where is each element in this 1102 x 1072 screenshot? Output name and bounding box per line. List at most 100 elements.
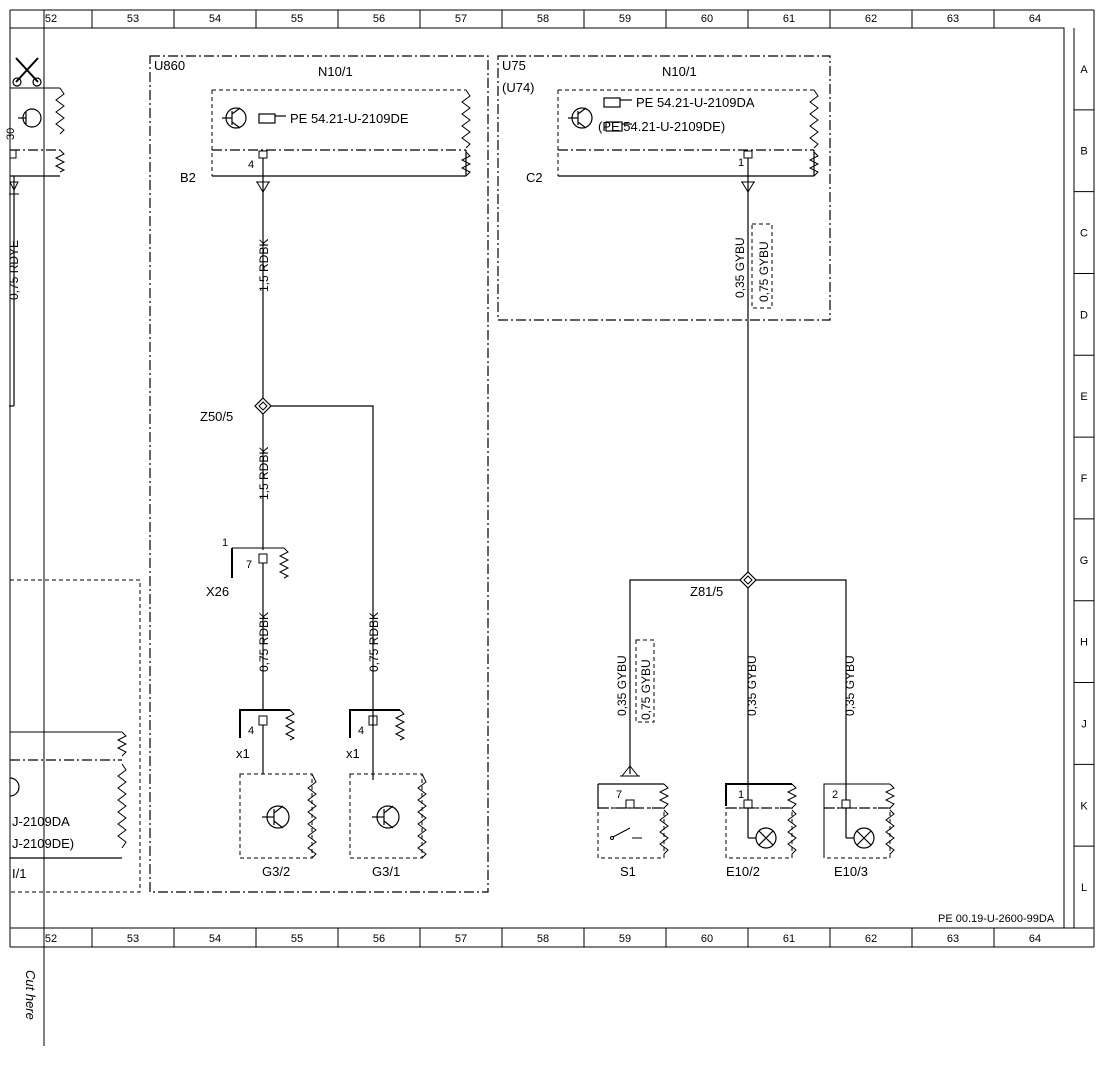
row-label-H: H (1080, 637, 1088, 649)
module-n10-1-b: PE 54.21-U-2109DA (PE 54.21-U-2109DE) 1 … (526, 89, 820, 185)
wire-label-5b: 0,75 GYBU (757, 241, 771, 302)
left-ref-2: J-2109DE) (12, 836, 74, 851)
g32-name: G3/2 (262, 864, 290, 879)
component-e10-2: 1 E10/2 (725, 783, 798, 879)
component-g3-2: 4 x1 G3/2 (236, 709, 317, 879)
wire-branch-g31 (271, 405, 374, 780)
column-label-60-bottom: 60 (701, 933, 713, 945)
row-label-A: A (1080, 64, 1088, 76)
g31-conn: x1 (346, 746, 360, 761)
s1-name: S1 (620, 864, 636, 879)
module-n10-1-a: PE 54.21-U-2109DE 4 B2 (180, 89, 472, 185)
hand-pointer-icon (605, 121, 632, 132)
column-label-52-bottom: 52 (45, 933, 57, 945)
column-label-63-top: 63 (947, 13, 959, 25)
module-ref-b2: (PE 54.21-U-2109DE) (598, 119, 725, 134)
component-e10-3: 2 E10/3 (823, 783, 896, 879)
wire-label-3: 0,75 RDBK (257, 612, 271, 672)
area-code-u74: (U74) (502, 80, 535, 95)
hand-pointer-icon (603, 97, 632, 108)
pin-1: 1 (738, 157, 744, 169)
module-ref-a: PE 54.21-U-2109DE (290, 111, 409, 126)
row-label-L: L (1081, 882, 1087, 894)
document-reference: PE 00.19-U-2600-99DA (938, 913, 1055, 925)
row-ruler: A B C D E F G H J K L (1074, 64, 1094, 894)
column-label-61-top: 61 (783, 13, 795, 25)
column-label-54-bottom: 54 (209, 933, 221, 945)
column-label-62-bottom: 62 (865, 933, 877, 945)
e102-pin: 1 (738, 789, 744, 801)
splice-label-z50: Z50/5 (200, 409, 233, 424)
transistor-partial-icon (9, 777, 20, 797)
column-label-56-bottom: 56 (373, 933, 385, 945)
column-label-62-top: 62 (865, 13, 877, 25)
wire-label-7: 0,35 GYBU (745, 655, 759, 716)
wire-label-6: 0,35 GYBU (615, 655, 629, 716)
column-ruler: 5252535354545555565657575858595960606161… (9, 10, 1041, 947)
pin-4: 4 (248, 159, 254, 171)
hand-pointer-icon (258, 113, 286, 124)
column-label-59-bottom: 59 (619, 933, 631, 945)
row-label-F: F (1081, 473, 1088, 485)
transistor-icon (372, 805, 400, 829)
lamp-icon (755, 827, 777, 849)
wire-label-5: 0,35 GYBU (733, 237, 747, 298)
x26-pin: 7 (246, 559, 252, 571)
column-label-64-bottom: 64 (1029, 933, 1041, 945)
column-label-57-top: 57 (455, 13, 467, 25)
column-label-53-bottom: 53 (127, 933, 139, 945)
component-s1: 7 S1 (597, 765, 670, 879)
connector-b2: B2 (180, 170, 196, 185)
column-label-64-top: 64 (1029, 13, 1041, 25)
transistor-icon (262, 805, 290, 829)
module-ref-b1: PE 54.21-U-2109DA (636, 95, 755, 110)
row-label-G: G (1080, 555, 1089, 567)
area-u860 (149, 55, 489, 893)
x26-label: X26 (206, 584, 229, 599)
scissors-icon (12, 57, 42, 87)
row-label-K: K (1080, 800, 1088, 812)
area-u75 (497, 55, 831, 321)
row-label-J: J (1081, 718, 1087, 730)
row-label-E: E (1080, 391, 1087, 403)
column-label-60-top: 60 (701, 13, 713, 25)
splice-z50 (254, 397, 272, 415)
g31-name: G3/1 (372, 864, 400, 879)
switch-icon (610, 827, 642, 840)
row-label-C: C (1080, 228, 1088, 240)
e102-name: E10/2 (726, 864, 760, 879)
cut-label: Cut here (23, 970, 38, 1020)
left-ref-1: J-2109DA (12, 814, 70, 829)
left-component-name: I/1 (12, 866, 26, 881)
module-name-n10-1-b: N10/1 (662, 64, 697, 79)
column-label-56-top: 56 (373, 13, 385, 25)
transistor-icon (568, 107, 593, 129)
column-label-58-bottom: 58 (537, 933, 549, 945)
wire-label-8: 0,35 GYBU (843, 655, 857, 716)
x26-pos: 1 (222, 537, 228, 549)
column-label-59-top: 59 (619, 13, 631, 25)
splice-label-z81: Z81/5 (690, 584, 723, 599)
lamp-icon (853, 827, 875, 849)
row-label-D: D (1080, 309, 1088, 321)
module-name-n10-1-a: N10/1 (318, 64, 353, 79)
column-label-52-top: 52 (45, 13, 57, 25)
wire-label-rdye: 0,75 RDYE (7, 240, 21, 300)
column-label-53-top: 53 (127, 13, 139, 25)
connector-x26: 1 7 X26 (206, 537, 290, 599)
wire-label-1: 1,5 RDBK (257, 239, 271, 292)
wire-label-6b: 0,75 GYBU (639, 659, 653, 720)
area-code-u860: U860 (154, 58, 185, 73)
column-label-58-top: 58 (537, 13, 549, 25)
e103-name: E10/3 (834, 864, 868, 879)
row-label-B: B (1080, 146, 1087, 158)
pin-30: 30 (5, 128, 17, 140)
left-partial-component: 30 0,75 RDYE J-2109DA J-2109DE) I/1 (5, 87, 141, 893)
column-label-55-bottom: 55 (291, 933, 303, 945)
g32-pin: 4 (248, 725, 254, 737)
column-label-63-bottom: 63 (947, 933, 959, 945)
sheet-border (9, 27, 1065, 929)
column-label-57-bottom: 57 (455, 933, 467, 945)
column-label-55-top: 55 (291, 13, 303, 25)
